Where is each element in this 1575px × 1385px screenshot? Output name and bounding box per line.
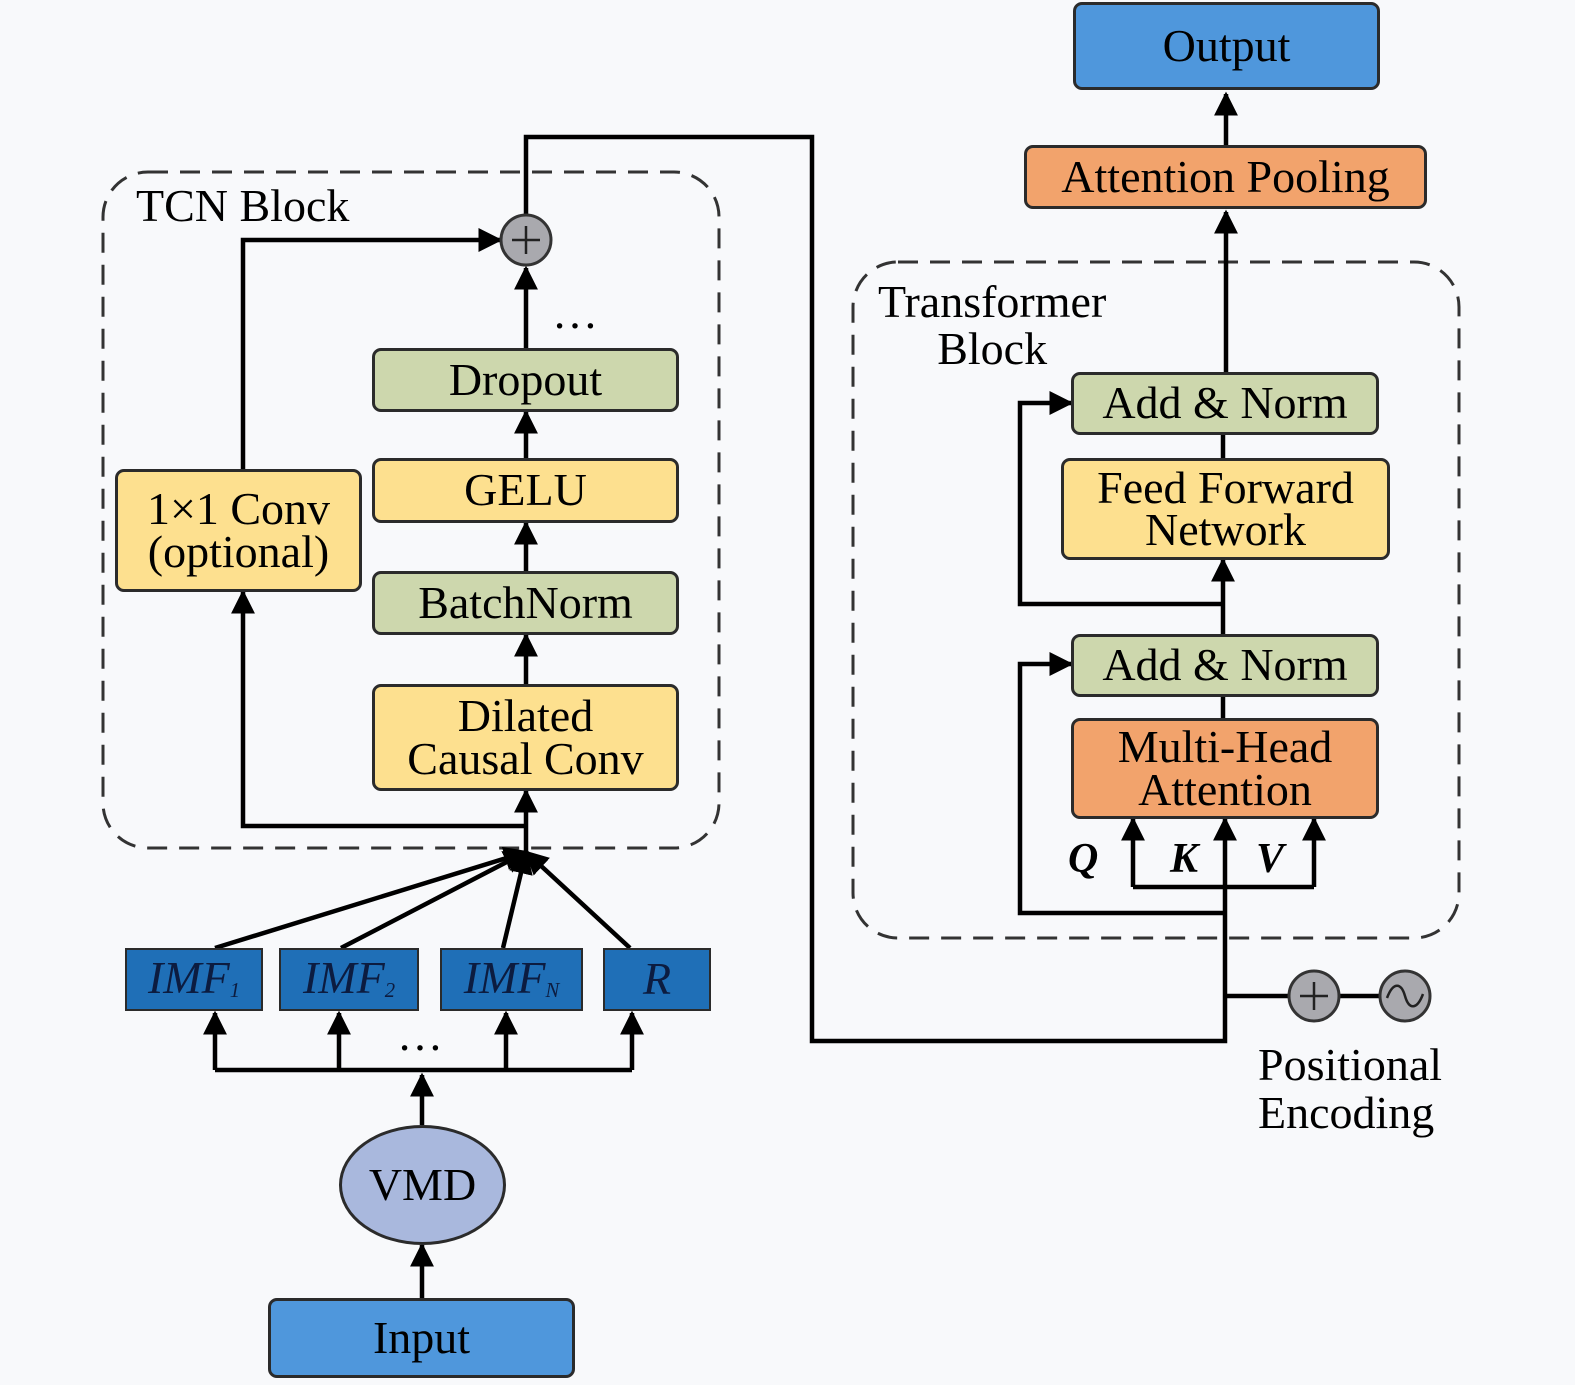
tcn-adder-icon (499, 213, 553, 267)
add-norm-top-box: Add & Norm (1071, 372, 1379, 435)
sine-wave-icon (1378, 969, 1432, 1023)
gelu-box: GELU (372, 458, 679, 523)
transformer-block-container (851, 260, 1461, 940)
positional-encoding-label: Positional Encoding (1258, 1041, 1442, 1137)
ffn-line1: Feed Forward (1097, 461, 1354, 513)
feed-forward-box: Feed Forward Network (1061, 458, 1390, 560)
conv-1x1-line2: (optional) (147, 525, 330, 577)
mha-line1: Multi-Head (1117, 721, 1333, 773)
attention-pooling-label: Attention Pooling (1061, 150, 1390, 202)
batchnorm-label: BatchNorm (418, 576, 633, 628)
residual-box: R (603, 948, 711, 1011)
batchnorm-box: BatchNorm (372, 571, 679, 635)
conv-1x1-box: 1×1 Conv (optional) (115, 469, 362, 592)
conv-1x1-line1: 1×1 Conv (146, 483, 331, 535)
imf-n-subscript: N (545, 980, 560, 1003)
multi-head-attention-box: Multi-Head Attention (1071, 718, 1379, 819)
input-label: Input (372, 1311, 471, 1363)
attention-pooling-box: Attention Pooling (1024, 145, 1427, 209)
imf-1-subscript: 1 (229, 980, 241, 1003)
tcn-block-title: TCN Block (136, 180, 350, 231)
add-norm-top-label: Add & Norm (1102, 377, 1348, 429)
dilated-conv-line2: Causal Conv (407, 732, 644, 784)
vmd-ellipse: VMD (339, 1125, 506, 1245)
key-label: K (1170, 836, 1199, 882)
dropout-box: Dropout (372, 348, 679, 412)
value-label: V (1256, 836, 1285, 882)
tcn-ellipsis: … (552, 287, 598, 338)
decomposition-ellipsis: … (397, 1009, 443, 1060)
dilated-causal-conv-box: Dilated Causal Conv (372, 684, 679, 791)
imf-n-label: IMF (463, 952, 546, 1004)
transformer-title-line1: Transformer (878, 276, 1107, 327)
transformer-title-line2: Block (937, 323, 1048, 375)
positional-encoding-line2: Encoding (1258, 1086, 1435, 1138)
tcn-block-container (101, 170, 721, 850)
imf-1-label: IMF (147, 952, 230, 1004)
imf-1-box: IMF1 (125, 948, 263, 1011)
vmd-label: VMD (368, 1158, 477, 1210)
positional-encoding-line1: Positional (1258, 1039, 1443, 1090)
query-label: Q (1068, 836, 1099, 882)
imf-2-box: IMF2 (279, 948, 419, 1011)
residual-label: R (642, 953, 672, 1005)
imf-2-label: IMF (302, 952, 385, 1004)
gelu-label: GELU (464, 464, 587, 516)
transformer-block-title: Transformer Block (878, 278, 1106, 373)
positional-adder-icon (1287, 969, 1341, 1023)
mha-line2: Attention (1138, 763, 1312, 815)
output-label: Output (1162, 19, 1291, 71)
add-norm-bottom-label: Add & Norm (1102, 639, 1348, 691)
ffn-line2: Network (1145, 504, 1306, 555)
input-box: Input (268, 1298, 575, 1378)
dropout-label: Dropout (448, 353, 603, 405)
output-box: Output (1073, 2, 1380, 90)
dilated-conv-line1: Dilated (457, 690, 594, 742)
imf-2-subscript: 2 (384, 980, 396, 1003)
add-norm-bottom-box: Add & Norm (1071, 634, 1379, 697)
imf-n-box: IMFN (440, 948, 583, 1011)
